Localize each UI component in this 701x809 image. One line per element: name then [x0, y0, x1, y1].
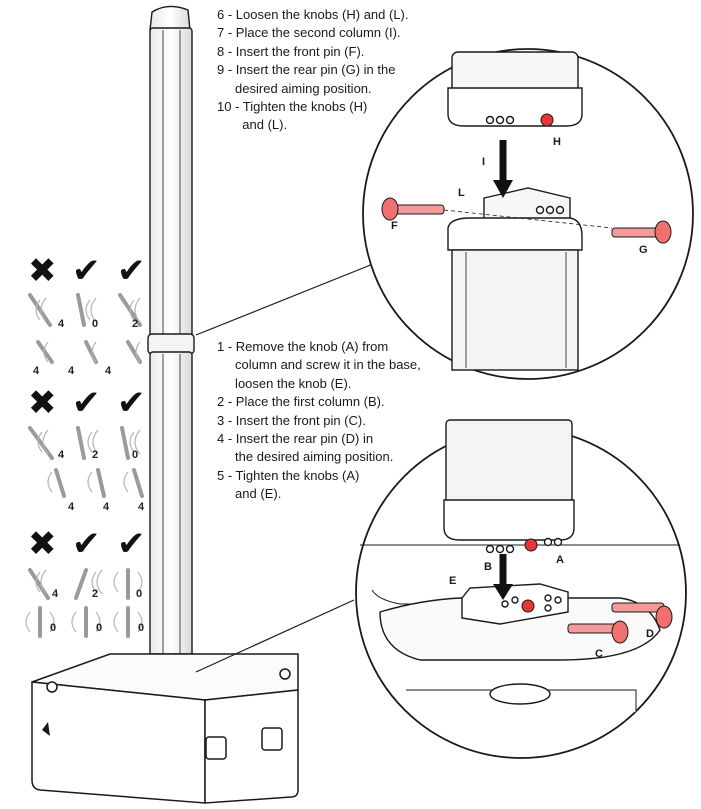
angle-digit: 4	[68, 501, 75, 513]
column-top-cap	[149, 5, 191, 31]
callout-h: H	[553, 136, 561, 148]
callout-d: D	[646, 628, 654, 640]
angle-digit: 4	[58, 318, 65, 330]
angle-digit: 0	[136, 588, 142, 600]
instruction-step: the desired aiming position.	[217, 449, 394, 465]
pin-f	[381, 197, 445, 221]
check-mark-icon: ✔	[117, 383, 146, 423]
aiming-group-1: ✖ ✔ ✔ 4 0 2 4 4 4	[28, 251, 146, 377]
angle-digit: 4	[105, 365, 112, 377]
instruction-step: 4 - Insert the rear pin (D) in	[217, 431, 374, 447]
angle-digit: 2	[132, 318, 138, 330]
knob-e	[521, 599, 535, 613]
instruction-step: 2 - Place the first column (B).	[217, 394, 385, 410]
detail-circle-top	[362, 48, 694, 380]
aiming-group-3: ✖ ✔ ✔ 4 2 0 0 0 0	[25, 524, 146, 638]
angle-digit: 4	[33, 365, 40, 377]
angle-digit: 2	[92, 449, 98, 461]
instruction-step: and (E).	[217, 486, 282, 502]
pin-c	[567, 620, 629, 644]
instruction-step: 8 - Insert the front pin (F).	[217, 43, 365, 59]
callout-c: C	[595, 648, 603, 660]
angle-digit: 0	[132, 449, 138, 461]
speaker-angle-icon	[28, 293, 142, 364]
angle-digit: 4	[103, 501, 110, 513]
angle-digit: 0	[96, 622, 102, 634]
instruction-step: 10 - Tighten the knobs (H)	[217, 99, 368, 115]
check-mark-icon: ✔	[117, 524, 146, 564]
angle-digit: 0	[50, 622, 56, 634]
x-mark-icon: ✖	[28, 524, 57, 564]
instruction-step: 5 - Tighten the knobs (A)	[217, 467, 360, 483]
pin-g	[611, 220, 672, 244]
check-mark-icon: ✔	[117, 251, 146, 291]
callout-l: L	[458, 187, 465, 199]
callout-a: A	[556, 554, 564, 566]
sub-side	[204, 689, 299, 804]
subwoofer-base	[31, 653, 299, 804]
instruction-step: column and screw it in the base,	[217, 357, 421, 373]
leader-top	[195, 261, 379, 336]
detail-circle-bottom	[355, 419, 687, 759]
aiming-legend: ✖ ✔ ✔ 4 0 2 4 4 4 ✖ ✔ ✔	[25, 251, 146, 638]
angle-digit: 2	[92, 588, 98, 600]
instruction-step: and (L).	[217, 117, 288, 133]
callout-b: B	[484, 561, 492, 573]
instruction-step: 6 - Loosen the knobs (H) and (L).	[217, 7, 409, 22]
instructions-second-column: 6 - Loosen the knobs (H) and (L). 7 - Pl…	[217, 6, 409, 135]
speaker-angle-icon	[28, 426, 144, 498]
instructions-first-column: 1 - Remove the knob (A) from column and …	[217, 338, 421, 504]
instruction-step: 9 - Insert the rear pin (G) in the	[217, 62, 396, 78]
angle-digit: 0	[92, 318, 98, 330]
callout-g: G	[639, 244, 648, 256]
knob-a	[524, 538, 538, 552]
check-mark-icon: ✔	[72, 251, 101, 291]
pin-d	[611, 602, 673, 629]
instruction-step: 1 - Remove the knob (A) from	[217, 339, 389, 354]
column-joint	[147, 333, 195, 355]
callout-e: E	[449, 575, 456, 587]
callout-i: I	[482, 156, 485, 168]
x-mark-icon: ✖	[28, 251, 57, 291]
angle-digit: 0	[138, 622, 144, 634]
sub-handle-right	[261, 727, 283, 751]
upper-column	[149, 27, 193, 341]
x-mark-icon: ✖	[28, 383, 57, 423]
angle-digit: 4	[138, 501, 145, 513]
instruction-step: 3 - Insert the front pin (C).	[217, 412, 366, 428]
leader-bottom	[195, 599, 355, 673]
column-speaker	[145, 5, 199, 677]
callout-labels: H I L F G A B E D C	[391, 136, 654, 660]
check-mark-icon: ✔	[72, 524, 101, 564]
instruction-step: desired aiming position.	[217, 80, 372, 96]
sub-handle-left	[205, 736, 227, 760]
check-mark-icon: ✔	[72, 383, 101, 423]
callout-f: F	[391, 220, 398, 232]
instruction-step: 7 - Place the second column (I).	[217, 25, 401, 41]
angle-digit: 4	[52, 588, 59, 600]
speaker-angle-icon	[28, 568, 130, 638]
instruction-step: loosen the knob (E).	[217, 375, 352, 391]
angle-digit: 4	[58, 449, 65, 461]
angle-digit: 4	[68, 365, 75, 377]
lower-column	[149, 351, 193, 665]
aiming-group-2: ✖ ✔ ✔ 4 2 0 4 4 4	[28, 383, 146, 513]
knob-h	[540, 113, 554, 127]
sub-front	[31, 681, 206, 804]
